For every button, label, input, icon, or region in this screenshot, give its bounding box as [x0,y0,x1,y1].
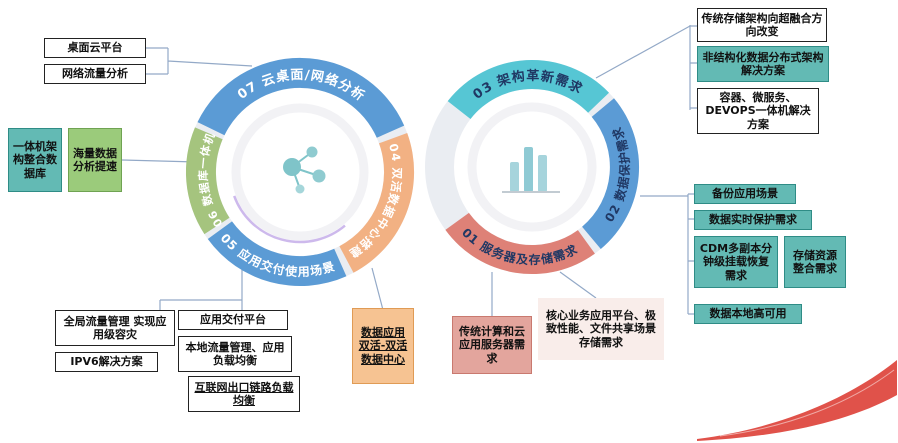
molecule-icon [283,146,326,194]
desktop-cloud-box: 桌面云平台 [44,38,146,58]
swoosh-decoration [697,360,897,441]
bar-chart-icon [502,147,560,193]
allinone-db-box: 一体机架构整合数据库 [8,128,62,192]
storage-hci-box: 传统存储架构向超融合方向改变 [697,8,827,42]
core-business-box: 核心业务应用平台、极致性能、文件共享场景存储需求 [538,298,664,360]
segment-06-arc [185,127,230,235]
left-center-disc [231,103,369,241]
network-traffic-box: 网络流量分析 [44,64,146,84]
cdm-recovery-box: CDM多副本分钟级挂载恢复需求 [694,236,778,288]
local-traffic-box: 本地流量管理、应用负载均衡 [178,336,292,372]
dual-active-box: 数据应用双活-双活数据中心 [352,308,414,384]
left-inner-purple-arc [233,195,346,244]
massive-data-box: 海量数据分析提速 [68,128,122,192]
segment-03-arc [447,59,609,119]
container-devops-box: 容器、微服务、DEVOPS一体机解决方案 [697,88,819,134]
traditional-compute-box: 传统计算和云应用服务器需求 [452,316,532,374]
unstructured-box: 非结构化数据分布式架构解决方案 [697,46,829,82]
segment-07-arc [197,57,405,138]
segment-02-arc [582,98,640,249]
local-ha-box: 数据本地高可用 [694,304,802,324]
ipv6-box: IPV6解决方案 [55,352,158,372]
segment-01-arc [445,212,595,275]
internet-egress-box: 互联网出口链路负载均衡 [188,376,300,412]
app-delivery-box: 应用交付平台 [178,310,288,330]
segment-04-arc [339,133,415,273]
segment-05-arc [207,221,347,287]
connector-lines [121,25,697,316]
backup-scenario-box: 备份应用场景 [694,184,796,204]
realtime-protection-box: 数据实时保护需求 [694,210,812,230]
global-traffic-box: 全局流量管理 实现应用级容灾 [55,310,175,346]
storage-integration-box: 存储资源整合需求 [784,236,846,288]
